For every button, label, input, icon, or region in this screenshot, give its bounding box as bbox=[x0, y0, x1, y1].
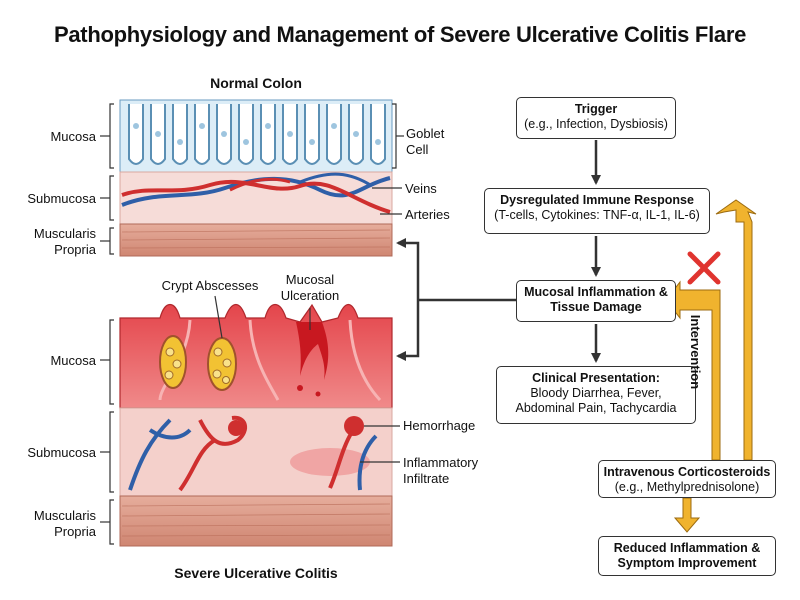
clinical-presentation-detail: Bloody Diarrhea, Fever, bbox=[530, 386, 662, 400]
intervention-arrow-to-immune bbox=[715, 199, 757, 461]
outcome-detail: Symptom Improvement bbox=[617, 556, 757, 570]
veins-label: Veins bbox=[405, 181, 437, 196]
severe-artery bbox=[178, 430, 354, 492]
normal-crypt bbox=[194, 104, 210, 165]
normal-layer-label: Muscularis bbox=[33, 226, 96, 241]
corticosteroids-box: Intravenous Corticosteroids (e.g., Methy… bbox=[598, 460, 776, 498]
immune-response-title: Dysregulated Immune Response bbox=[500, 193, 694, 207]
normal-crypt bbox=[128, 104, 144, 165]
goblet-cell bbox=[375, 139, 381, 145]
clinical-presentation-box: Clinical Presentation: Bloody Diarrhea, … bbox=[496, 366, 696, 424]
blood-drop bbox=[297, 385, 303, 391]
crypt-abscess-right bbox=[207, 337, 237, 391]
normal-crypt bbox=[370, 104, 386, 165]
outcome-box: Reduced Inflammation & Symptom Improveme… bbox=[598, 536, 776, 576]
severe-left-brackets bbox=[100, 319, 114, 545]
severe-layer-label: Submucosa bbox=[27, 445, 96, 460]
crypt-wall bbox=[248, 319, 280, 401]
immune-response-box: Dysregulated Immune Response (T-cells, C… bbox=[484, 188, 710, 234]
arteries-label: Arteries bbox=[405, 207, 450, 222]
crypt-wall bbox=[348, 319, 382, 402]
severe-leaders bbox=[214, 295, 400, 463]
goblet-cell-label: Cell bbox=[406, 142, 429, 157]
goblet-cell bbox=[309, 139, 315, 145]
trigger-title: Trigger bbox=[574, 102, 618, 116]
abscess-cells bbox=[164, 347, 232, 384]
goblet-cell bbox=[331, 123, 337, 129]
inflammatory-infiltrate-label: Infiltrate bbox=[403, 471, 450, 486]
normal-colon-illustration bbox=[100, 99, 404, 257]
normal-layer-label: Submucosa bbox=[27, 191, 96, 206]
normal-artery bbox=[121, 179, 391, 214]
normal-colon-heading: Normal Colon bbox=[210, 75, 302, 91]
goblet-cell bbox=[177, 139, 183, 145]
intervention-label: Intervention bbox=[688, 314, 703, 390]
blood-drop bbox=[315, 391, 321, 397]
hemorrhage-vessel bbox=[198, 415, 248, 446]
goblet-cell bbox=[133, 123, 139, 129]
goblet-cell bbox=[155, 131, 161, 137]
inflammatory-infiltrate bbox=[290, 448, 370, 476]
block-x-icon bbox=[687, 251, 721, 285]
trigger-box: Trigger (e.g., Infection, Dysbiosis) bbox=[516, 97, 676, 139]
normal-crypt bbox=[326, 104, 342, 165]
severe-colitis-heading: Severe Ulcerative Colitis bbox=[174, 565, 338, 581]
crypt-abscesses-label: Crypt Abscesses bbox=[161, 278, 259, 293]
goblet-cell bbox=[221, 131, 227, 137]
inflammatory-infiltrate-label: Inflammatory bbox=[403, 455, 479, 470]
normal-crypt bbox=[260, 104, 276, 165]
corticosteroids-detail: (e.g., Methylprednisolone) bbox=[614, 480, 760, 494]
severe-layer-label: Propria bbox=[54, 524, 96, 539]
outcome-title: Reduced Inflammation & bbox=[613, 541, 761, 555]
normal-right-leaders bbox=[372, 103, 404, 215]
intervention-arrow-to-outcome bbox=[673, 497, 701, 533]
corticosteroids-title: Intravenous Corticosteroids bbox=[603, 465, 771, 479]
normal-layer-label: Propria bbox=[54, 242, 96, 257]
normal-vein-branch bbox=[299, 172, 373, 188]
goblet-cell bbox=[265, 123, 271, 129]
severe-muscularis-layer bbox=[119, 495, 393, 547]
severe-layer-label: Muscularis bbox=[33, 508, 96, 523]
goblet-cell bbox=[353, 131, 359, 137]
severe-muscle-striations bbox=[121, 503, 391, 537]
trigger-detail: (e.g., Infection, Dysbiosis) bbox=[524, 117, 668, 131]
normal-muscle-striations bbox=[121, 229, 391, 249]
goblet-cell bbox=[243, 139, 249, 145]
inflammation-title: Mucosal Inflammation & bbox=[524, 285, 668, 299]
mucosal-ulceration-label: Mucosal bbox=[285, 272, 335, 287]
hemorrhage-pool bbox=[228, 420, 244, 436]
clinical-presentation-title: Clinical Presentation: bbox=[532, 371, 660, 385]
normal-artery-branch bbox=[229, 177, 291, 192]
normal-crypt bbox=[304, 104, 320, 165]
normal-crypts bbox=[128, 104, 386, 165]
inflammation-box: Mucosal Inflammation & Tissue Damage bbox=[516, 280, 676, 322]
severe-vein bbox=[128, 418, 378, 491]
goblet-cell bbox=[199, 123, 205, 129]
goblet-cell-label: Goblet bbox=[406, 126, 445, 141]
mucosal-ulceration-label: Ulceration bbox=[280, 288, 340, 303]
normal-layer-label: Mucosa bbox=[50, 129, 96, 144]
goblet-cell bbox=[287, 131, 293, 137]
flow-connectors bbox=[396, 140, 601, 363]
severe-colitis-illustration bbox=[100, 295, 400, 547]
ulceration-bleed bbox=[296, 322, 329, 380]
page-title: Pathophysiology and Management of Severe… bbox=[53, 22, 747, 47]
severe-layer-label: Mucosa bbox=[50, 353, 96, 368]
normal-crypt bbox=[172, 104, 188, 165]
hemorrhage-label: Hemorrhage bbox=[403, 418, 476, 433]
hemorrhage-pool bbox=[344, 416, 364, 436]
normal-crypt bbox=[238, 104, 254, 165]
clinical-presentation-detail: Abdominal Pain, Tachycardia bbox=[515, 401, 677, 415]
immune-response-detail: (T-cells, Cytokines: TNF-α, IL-1, IL-6) bbox=[494, 208, 700, 222]
inflammation-detail: Tissue Damage bbox=[550, 300, 642, 314]
normal-left-brackets bbox=[100, 103, 114, 255]
